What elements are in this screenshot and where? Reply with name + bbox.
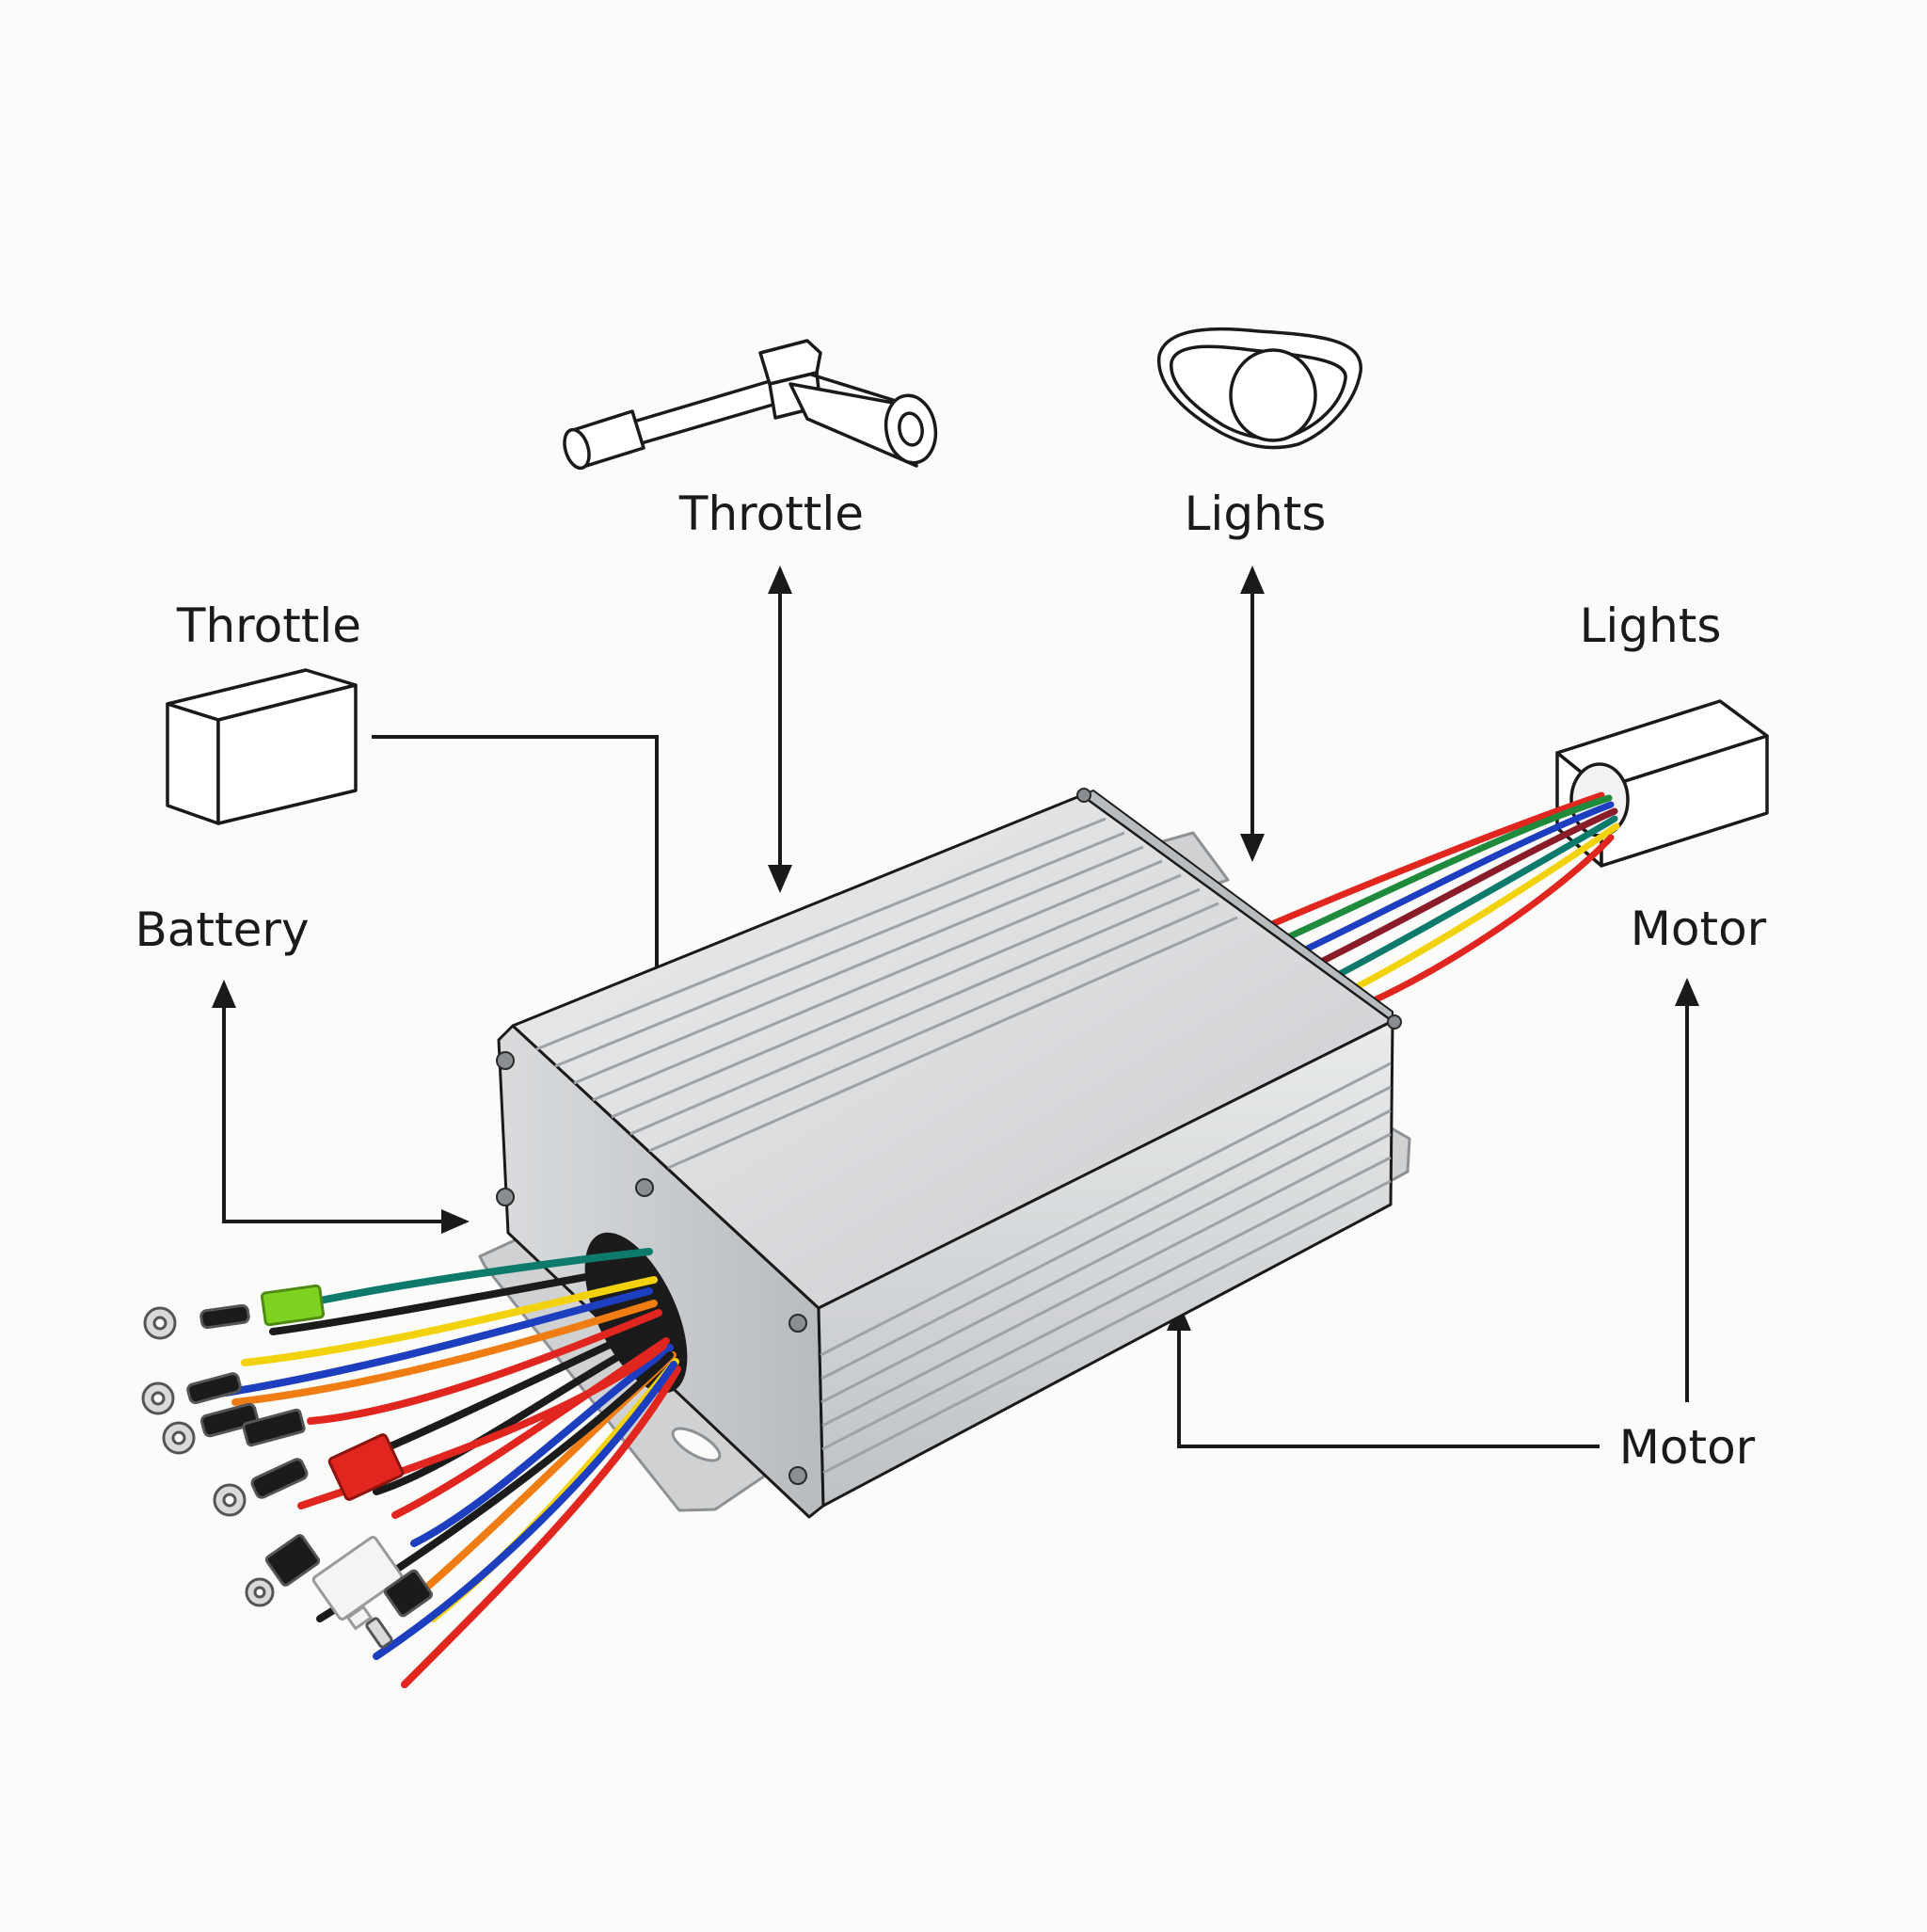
twist-throttle-icon: [563, 339, 938, 471]
ring-terminal: [213, 1458, 309, 1517]
wire-terminals: [141, 1284, 434, 1649]
throttle-box-arrow: [372, 735, 669, 1048]
ring-terminal: [162, 1402, 260, 1455]
lights-top-label: Lights: [1184, 487, 1327, 541]
black-plug: [365, 1569, 434, 1649]
ring-terminal: [141, 1372, 242, 1415]
top-heatsink-ribs: [535, 817, 1238, 1170]
connector-arrows: [212, 566, 1699, 1448]
black-connector: [242, 1408, 306, 1447]
ring-terminal: [143, 1303, 250, 1340]
throttle-connector-box-icon: [166, 668, 358, 825]
battery-label: Battery: [135, 902, 310, 957]
housing-screws: [496, 788, 1402, 1485]
motor-connector-box-icon: [1555, 699, 1769, 868]
black-plug: [245, 1534, 321, 1607]
motor-right-label: Motor: [1630, 902, 1767, 956]
headlight-icon: [1157, 327, 1362, 450]
red-connector: [327, 1433, 405, 1501]
throttle-left-label: Throttle: [176, 599, 362, 653]
battery-arrow: [212, 980, 470, 1234]
side-heatsink-ribs: [820, 1062, 1392, 1475]
throttle-top-label: Throttle: [678, 487, 865, 541]
motor-bottom-arrow: [1167, 1302, 1600, 1448]
lights-right-label: Lights: [1579, 599, 1722, 653]
motor-wire-bundle: [1262, 791, 1620, 1013]
controller-box-icon: [478, 788, 1411, 1519]
motor-bottom-label: Motor: [1618, 1420, 1756, 1475]
green-connector: [260, 1284, 326, 1327]
white-connector: [311, 1536, 404, 1631]
